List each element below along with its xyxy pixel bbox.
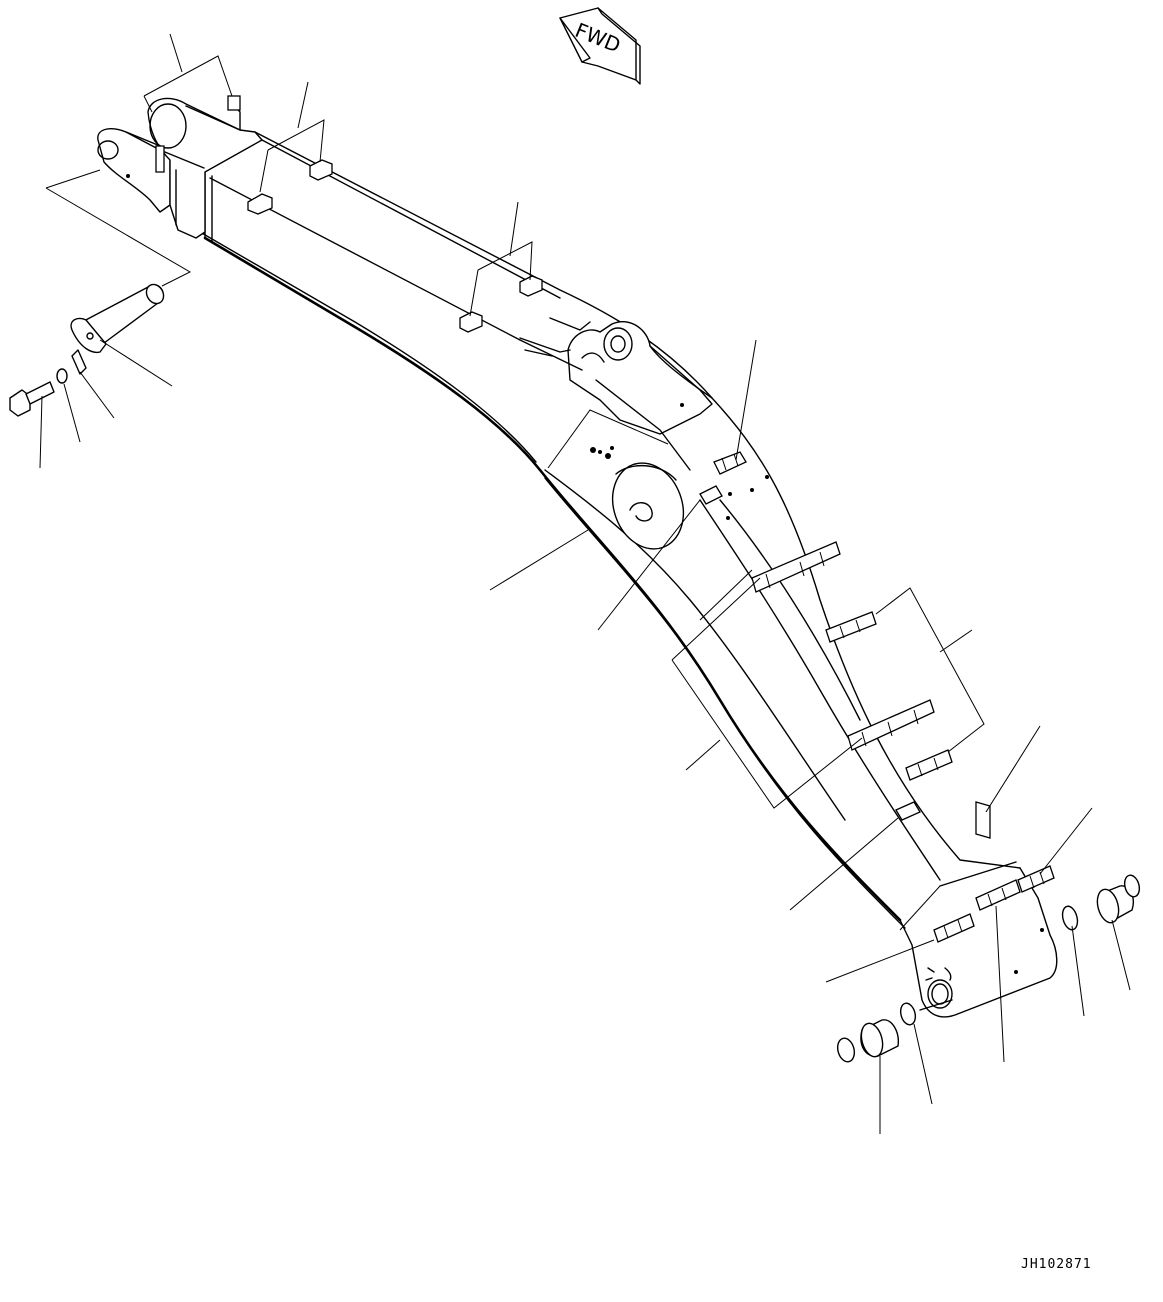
clamp-upper-3	[459, 311, 483, 333]
foot-pin	[70, 283, 165, 354]
boom-foot	[97, 95, 263, 239]
clamp-side-5	[847, 699, 935, 751]
clamp-upper-1	[247, 193, 273, 215]
clamp-side-1	[713, 451, 747, 475]
bolt	[9, 381, 55, 417]
fwd-direction-arrow: FWD	[559, 7, 641, 85]
boom-point	[925, 967, 953, 1009]
clamp-side-3	[751, 541, 841, 593]
washer	[56, 368, 68, 384]
boom-body	[199, 131, 1058, 1018]
bushings-right	[1061, 874, 1141, 931]
clamp-side-6	[905, 749, 953, 781]
foot-pin-assembly	[9, 169, 192, 417]
drawing-reference-code: JH102871	[1021, 1257, 1092, 1272]
clamp-upper-2	[309, 159, 333, 181]
clamp-side-4	[825, 611, 877, 643]
clamp-side-7	[895, 801, 921, 821]
cylinder-bracket	[519, 317, 713, 471]
leader-lines	[39, 33, 1131, 1134]
clamp-side-8	[975, 879, 1021, 911]
clamp-side-9	[1017, 865, 1055, 893]
clamp-side-2	[699, 485, 723, 505]
clamp-side-11	[975, 801, 991, 839]
boom-dots	[590, 403, 1044, 974]
lock-plate	[71, 349, 87, 375]
boss-plate	[611, 462, 685, 550]
clamp-side-10	[933, 913, 975, 943]
clamp-upper-4	[519, 275, 543, 297]
bushings-left	[836, 1002, 917, 1063]
clamps	[247, 159, 1055, 943]
